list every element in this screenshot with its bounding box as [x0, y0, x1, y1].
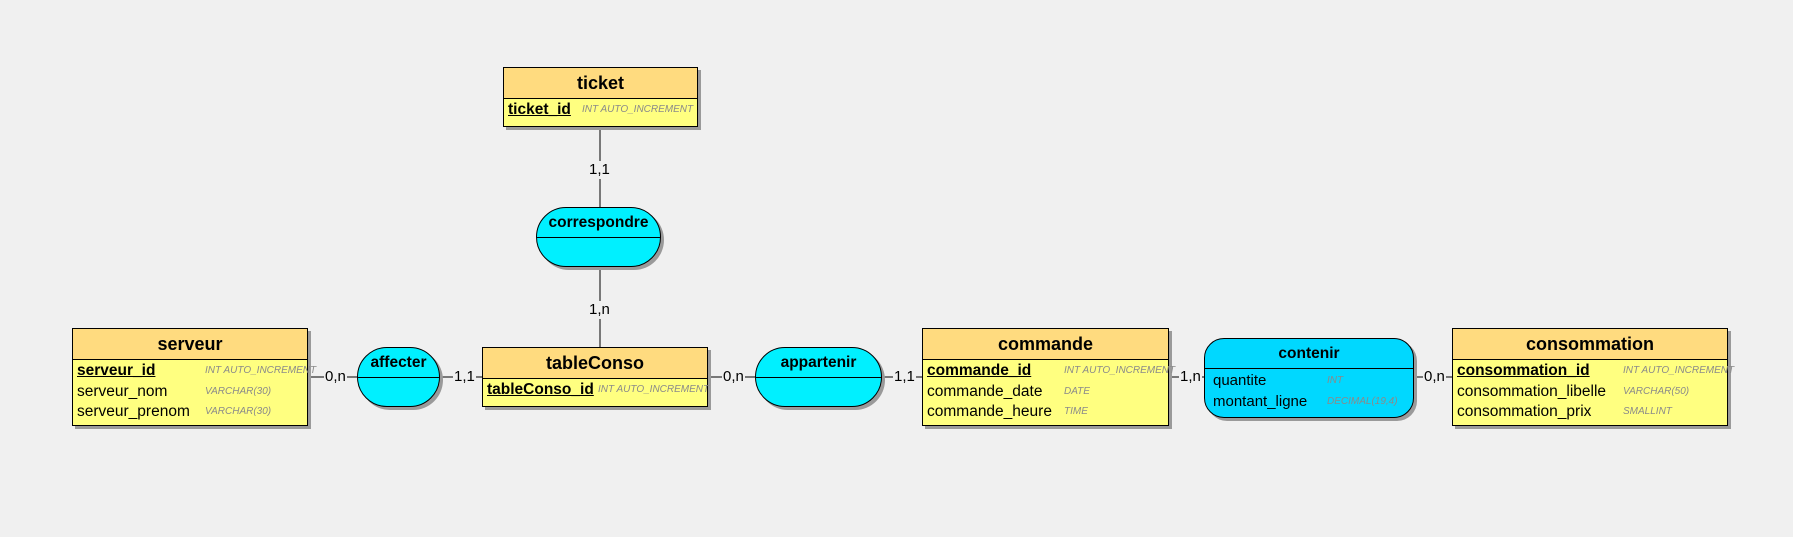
- primary-key: consommation_id: [1457, 362, 1590, 379]
- cardinality-tableconso-correspondre: 1,n: [588, 301, 611, 319]
- attribute-name: consommation_prix: [1457, 403, 1592, 420]
- entity-consommation[interactable]: consommation consommation_id INT AUTO_IN…: [1452, 328, 1734, 426]
- attribute-type: INT AUTO_INCREMENT: [598, 384, 710, 395]
- attribute-row: serveur_prenom VARCHAR(30): [77, 402, 303, 423]
- cardinality-commande-appartenir: 1,1: [893, 368, 916, 386]
- attribute-row: consommation_id INT AUTO_INCREMENT: [1457, 361, 1734, 382]
- entity-title: consommation: [1453, 329, 1727, 360]
- cardinality-consommation-contenir: 0,n: [1423, 368, 1446, 386]
- attribute-name: serveur_prenom: [77, 403, 190, 420]
- cardinality-ticket-correspondre: 1,1: [588, 161, 611, 179]
- attribute-type: VARCHAR(50): [1623, 385, 1690, 397]
- association-title: appartenir: [780, 354, 857, 371]
- attribute-name: montant_ligne: [1213, 392, 1308, 410]
- attribute-name: commande_heure: [927, 403, 1052, 420]
- association-divider: [756, 377, 881, 378]
- association-title: correspondre: [548, 214, 649, 231]
- attribute-type: VARCHAR(30): [205, 406, 272, 417]
- attribute-row: tableConso_id INT AUTO_INCREMENT: [487, 380, 709, 401]
- attribute-name: commande_date: [927, 382, 1043, 400]
- attribute-type: DECIMAL(19,4): [1327, 395, 1398, 407]
- association-title: affecter: [370, 354, 427, 371]
- attribute-row: montant_ligne DECIMAL(19,4): [1213, 392, 1405, 413]
- attribute-row: commande_id INT AUTO_INCREMENT: [927, 361, 1175, 382]
- attribute-type: INT AUTO_INCREMENT: [582, 104, 694, 115]
- association-title: contenir: [1278, 345, 1340, 362]
- primary-key: tableConso_id: [487, 381, 594, 398]
- attribute-row: ticket_id INT AUTO_INCREMENT: [508, 100, 693, 121]
- association-divider: [1205, 368, 1413, 369]
- cardinality-serveur-affecter: 0,n: [324, 368, 347, 386]
- attribute-type: VARCHAR(30): [205, 385, 272, 397]
- association-divider: [358, 377, 439, 378]
- attribute-name: serveur_nom: [77, 382, 168, 400]
- entity-serveur[interactable]: serveur serveur_id INT AUTO_INCREMENT se…: [72, 328, 316, 426]
- attribute-type: SMALLINT: [1623, 406, 1672, 417]
- attribute-name: consommation_libelle: [1457, 382, 1607, 400]
- entity-commande[interactable]: commande commande_id INT AUTO_INCREMENT …: [922, 328, 1175, 426]
- association-appartenir[interactable]: appartenir: [755, 347, 882, 407]
- attribute-type: TIME: [1064, 406, 1088, 417]
- attribute-row: commande_heure TIME: [927, 402, 1164, 423]
- attribute-type: INT AUTO_INCREMENT: [205, 365, 317, 376]
- entity-ticket[interactable]: ticket ticket_id INT AUTO_INCREMENT: [503, 67, 698, 127]
- attribute-row: serveur_nom VARCHAR(30): [77, 382, 303, 403]
- primary-key: serveur_id: [77, 362, 156, 379]
- attribute-type: INT AUTO_INCREMENT: [1064, 365, 1176, 376]
- association-contenir[interactable]: contenir quantite INT montant_ligne DECI…: [1204, 338, 1414, 418]
- entity-title: serveur: [73, 329, 307, 360]
- entity-title: commande: [923, 329, 1168, 360]
- entity-title: tableConso: [483, 348, 707, 379]
- attribute-type: DATE: [1064, 385, 1090, 397]
- attribute-type: INT: [1327, 375, 1344, 386]
- entity-tableconso[interactable]: tableConso tableConso_id INT AUTO_INCREM…: [482, 347, 709, 407]
- attribute-row: consommation_prix SMALLINT: [1457, 402, 1723, 423]
- association-divider: [537, 237, 660, 238]
- association-affecter[interactable]: affecter: [357, 347, 440, 407]
- primary-key: commande_id: [927, 362, 1032, 379]
- attribute-name: quantite: [1213, 372, 1267, 389]
- primary-key: ticket_id: [508, 101, 571, 118]
- cardinality-tableconso-affecter: 1,1: [453, 368, 476, 386]
- attribute-row: quantite INT: [1213, 371, 1405, 392]
- attribute-row: serveur_id INT AUTO_INCREMENT: [77, 361, 316, 382]
- attribute-row: consommation_libelle VARCHAR(50): [1457, 382, 1723, 403]
- attribute-row: commande_date DATE: [927, 382, 1164, 403]
- entity-title: ticket: [504, 68, 697, 99]
- attribute-type: INT AUTO_INCREMENT: [1623, 365, 1735, 376]
- cardinality-commande-contenir: 1,n: [1179, 368, 1202, 386]
- cardinality-tableconso-appartenir: 0,n: [722, 368, 745, 386]
- association-correspondre[interactable]: correspondre: [536, 207, 661, 267]
